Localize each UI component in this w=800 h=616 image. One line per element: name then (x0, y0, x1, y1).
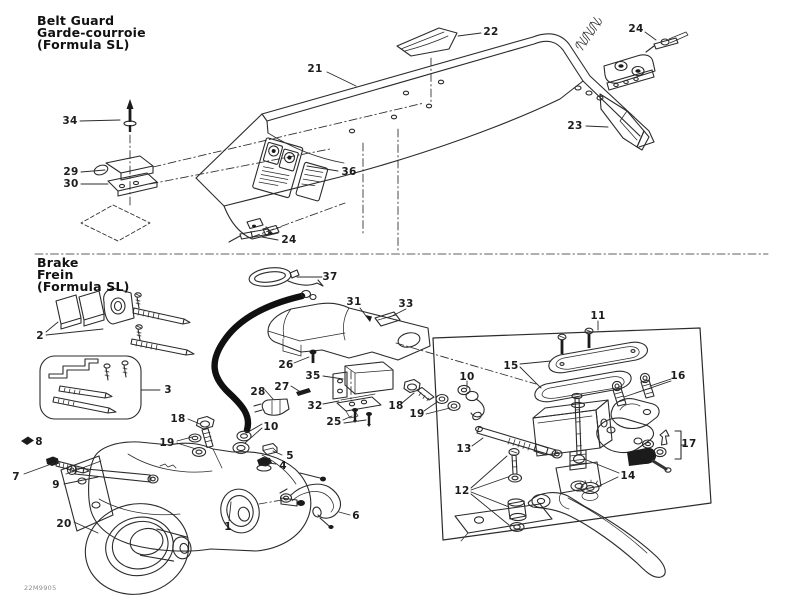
small-pin (296, 388, 311, 396)
part-label-8: 8 (35, 436, 43, 448)
square-nut (21, 436, 34, 445)
tie-wrap (248, 267, 324, 287)
belt-guard-title-line2: Garde-courroie (37, 25, 146, 40)
belt-guard-leaders (79, 31, 657, 241)
master-cylinder-box (432, 327, 712, 541)
spring-bolt (46, 456, 90, 474)
part-label-15: 15 (503, 360, 519, 372)
part-label-2: 2 (36, 330, 44, 342)
part-label-18b: 18 (388, 400, 404, 412)
brake-disc (84, 503, 192, 595)
small-screw (309, 349, 317, 363)
part-label-26: 26 (278, 359, 294, 371)
part-label-19a: 19 (159, 437, 175, 449)
mount-plate (336, 393, 382, 419)
brake-drawing (21, 253, 769, 595)
hose-fitting-upper (457, 384, 485, 421)
rear-bracket (599, 93, 650, 151)
part-label-36: 36 (341, 166, 357, 178)
caliper-bolt (188, 415, 215, 457)
part-label-22: 22 (483, 26, 499, 38)
latch-bracket (93, 155, 158, 197)
part-label-10b: 10 (459, 371, 475, 383)
part-label-24a: 24 (628, 23, 644, 35)
part-label-1: 1 (224, 521, 232, 533)
part-label-27: 27 (274, 381, 290, 393)
belt-guard-drawing (79, 16, 689, 252)
brake-pads (55, 288, 195, 356)
short-hose (279, 483, 341, 529)
warning-decal (252, 137, 304, 199)
part-label-17: 17 (681, 438, 697, 450)
push-rod (475, 425, 563, 459)
clamp-screws (611, 372, 655, 407)
brake-title-line3: (Formula SL) (37, 279, 130, 294)
connector-block (253, 398, 290, 416)
cable-cover (267, 302, 431, 361)
decal-side-panel (295, 161, 329, 202)
part-label-19b: 19 (409, 408, 425, 420)
rivet-pin (123, 99, 137, 132)
part-label-6: 6 (352, 510, 360, 522)
part-label-28: 28 (250, 386, 266, 398)
part-label-24b: 24 (281, 234, 297, 246)
part-label-7: 7 (12, 471, 20, 483)
cotter-pin-bottom (228, 226, 282, 243)
part-label-14: 14 (620, 470, 636, 482)
spring (575, 16, 602, 51)
part-label-11: 11 (590, 310, 606, 322)
part-label-12: 12 (454, 485, 470, 497)
part-label-29: 29 (63, 166, 79, 178)
part-label-37: 37 (322, 271, 338, 283)
belt-guard-title-line3: (Formula SL) (37, 37, 130, 52)
belt-guard-title: Belt Guard Garde-courroie (Formula SL) (37, 13, 146, 52)
part-label-20: 20 (56, 518, 72, 530)
part-label-21: 21 (307, 63, 323, 75)
part-label-5: 5 (286, 450, 294, 462)
part-label-10a: 10 (263, 421, 279, 433)
brake-title: Brake Frein (Formula SL) (37, 255, 130, 294)
clip-parts (641, 429, 686, 460)
plate-screws (352, 408, 372, 427)
part-label-4: 4 (279, 460, 287, 472)
banjo-bolt-upper (403, 378, 435, 401)
part-label-34: 34 (62, 115, 78, 127)
part-label-25: 25 (326, 416, 342, 428)
brake-title-line2: Frein (37, 267, 74, 282)
part-label-33: 33 (398, 298, 414, 310)
brake-lever (454, 492, 666, 578)
foam-pad (396, 27, 458, 57)
part-label-13: 13 (456, 443, 472, 455)
cap-and-nut (256, 442, 278, 472)
kit-box (39, 355, 142, 420)
part-label-30: 30 (63, 178, 79, 190)
diagram-code: 22M9905 (24, 584, 57, 592)
part-label-18a: 18 (170, 413, 186, 425)
part-label-16: 16 (670, 370, 686, 382)
latch-plate (603, 54, 656, 91)
brake-title-line1: Brake (37, 255, 79, 270)
belt-guard-title-line1: Belt Guard (37, 13, 115, 28)
brake-hose (211, 289, 317, 434)
part-label-3: 3 (164, 384, 172, 396)
brake-leaders (23, 276, 672, 534)
pivot-screw (570, 392, 603, 501)
cotter-pin-top (645, 31, 689, 53)
pivot-hardware (507, 448, 527, 532)
part-label-32: 32 (307, 400, 323, 412)
part-label-9: 9 (52, 479, 60, 491)
belt-guard-panel (195, 33, 655, 240)
part-label-23: 23 (567, 120, 583, 132)
junction-bracket (332, 361, 394, 400)
brake-caliper (60, 441, 326, 552)
part-label-35: 35 (305, 370, 321, 382)
reservoir-cover (534, 327, 648, 403)
part-label-31: 31 (346, 296, 362, 308)
piston-plug (627, 447, 672, 473)
hose-fitting-lower (232, 430, 252, 454)
